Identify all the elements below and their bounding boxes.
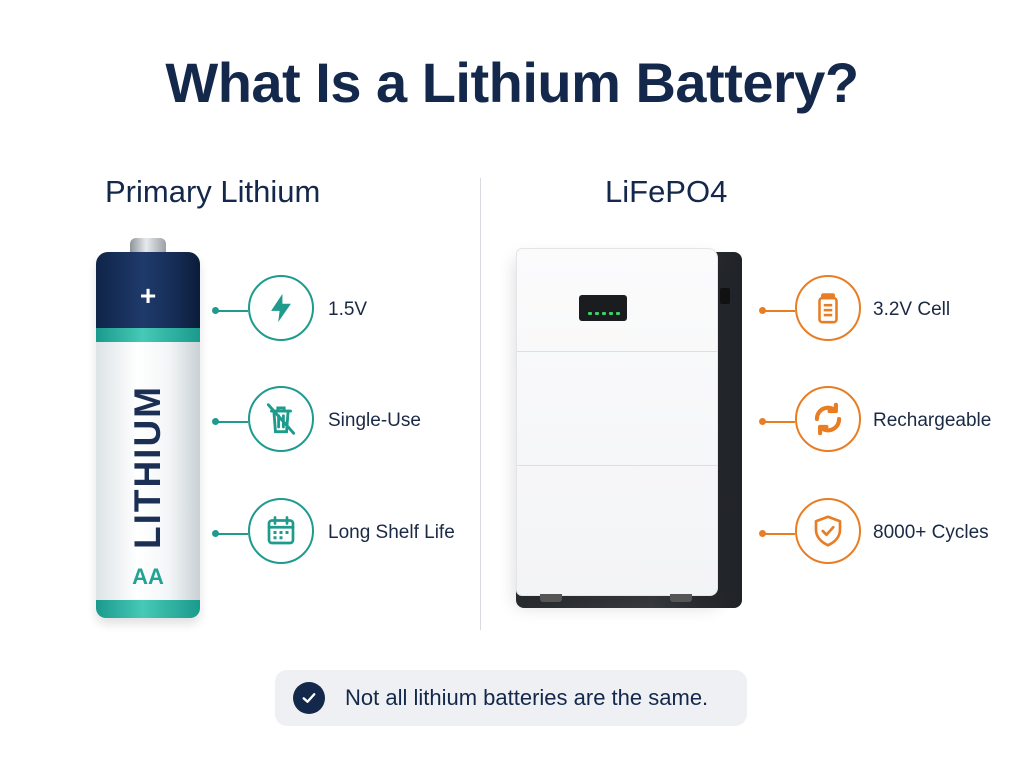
battery-body: + LITHIUM AA [96, 252, 200, 618]
feature-label: Single-Use [328, 410, 421, 431]
primary-lithium-heading: Primary Lithium [105, 174, 321, 209]
unit-display [579, 295, 627, 321]
feature-label: Long Shelf Life [328, 522, 455, 543]
feature-label: 1.5V [328, 299, 368, 320]
no-trash-icon [248, 386, 314, 452]
calendar-icon [248, 498, 314, 564]
battery-plus-sign: + [139, 280, 157, 311]
battery-terminal [130, 238, 166, 256]
feature-label: 8000+ Cycles [873, 522, 989, 543]
column-divider [480, 178, 481, 630]
unit-port [720, 288, 730, 304]
recycle-arrows-icon [795, 386, 861, 452]
battery-size-label: AA [132, 564, 164, 589]
aa-battery-illustration: + LITHIUM AA [96, 238, 200, 620]
shield-check-icon [795, 498, 861, 564]
battery-stripe [96, 328, 200, 342]
lifepo4-battery-unit [516, 248, 742, 610]
page-title: What Is a Lithium Battery? [165, 51, 859, 114]
battery-cap [96, 252, 200, 330]
lifepo4-heading: LiFePO4 [605, 174, 728, 209]
battery-bottom-band [96, 600, 200, 618]
lightning-bolt-icon [248, 275, 314, 341]
summary-note: Not all lithium batteries are the same. [275, 670, 747, 726]
summary-note-text: Not all lithium batteries are the same. [345, 685, 709, 710]
unit-front-panel [516, 248, 718, 596]
feature-label: Rechargeable [873, 410, 992, 431]
feature-label: 3.2V Cell [873, 299, 951, 320]
battery-brand-text: LITHIUM [127, 384, 168, 550]
battery-cell-icon [795, 275, 861, 341]
check-circle-icon [293, 682, 325, 714]
